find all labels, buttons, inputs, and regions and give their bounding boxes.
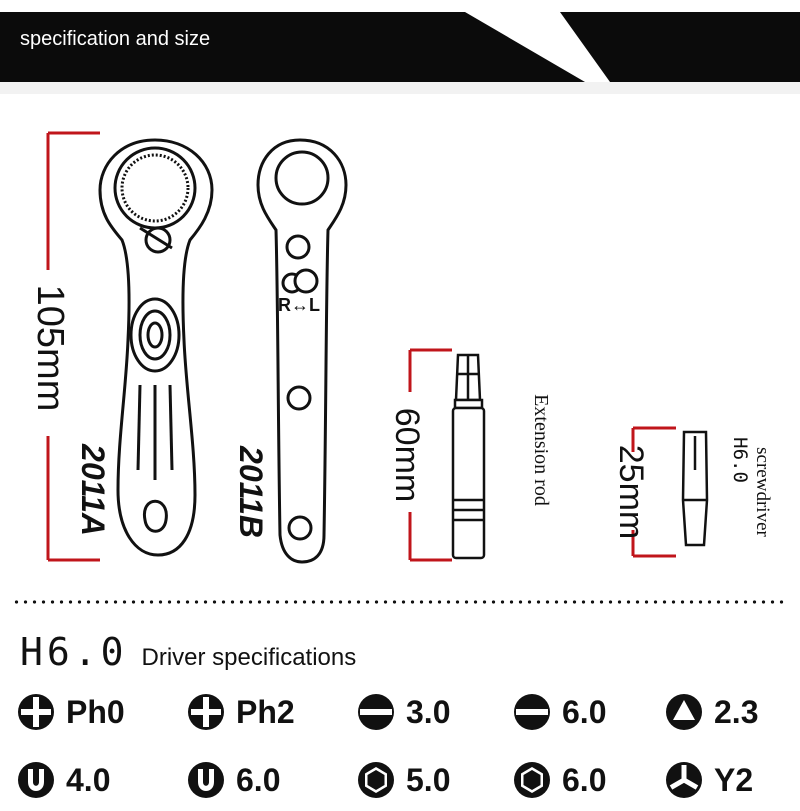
rod-name: Extension rod	[530, 394, 552, 506]
bit-spec-item: 6.0	[512, 690, 606, 734]
hex-icon	[358, 762, 394, 798]
page-title: specification and size	[20, 28, 211, 50]
extension-rod	[451, 353, 486, 560]
wrench-2011a-model: 2011A	[75, 443, 111, 536]
bit-spec-item: 6.0	[512, 758, 606, 802]
bit-spec-item: 3.0	[356, 690, 450, 734]
bit-label: Ph0	[66, 693, 125, 730]
bit-spec-item: Y2	[664, 758, 753, 802]
bit-spec-item: 5.0	[356, 758, 450, 802]
wrench-direction-label: R↔L	[278, 295, 320, 315]
rod-length-label: 60mm	[388, 408, 426, 502]
hex-icon	[514, 762, 550, 798]
bit-length-bracket	[631, 426, 676, 558]
bit-label: 6.0	[562, 761, 607, 798]
bit-spec-item: Ph0	[16, 690, 125, 734]
u-shape-icon	[18, 762, 54, 798]
wrench-2011a	[98, 138, 214, 557]
dotted-divider	[12, 600, 788, 604]
bit-spec-item: 6.0	[186, 758, 280, 802]
phillips-icon	[188, 694, 224, 730]
wrench-2011b	[256, 138, 348, 564]
wrench-length-label: 105mm	[29, 285, 71, 412]
tool-drawing: 105mm 2011A R↔L 2011B 60mm	[29, 131, 773, 564]
bit-spec-item: 4.0	[16, 758, 110, 802]
bit-label: 6.0	[562, 693, 607, 730]
bit-label: 5.0	[406, 761, 451, 798]
screwdriver-size: H6.0	[729, 437, 751, 483]
banner-shapes	[0, 12, 800, 94]
rod-length-bracket	[408, 348, 452, 562]
spec-code: H6.0	[20, 630, 128, 674]
screwdriver-bit	[681, 430, 709, 547]
spec-label: Driver specifications	[141, 644, 357, 671]
bit-label: 2.3	[714, 693, 759, 730]
tri-wing-icon	[666, 762, 702, 798]
slotted-icon	[514, 694, 550, 730]
bit-label: Y2	[714, 761, 754, 798]
bit-length-label: 25mm	[612, 445, 650, 539]
slotted-icon	[358, 694, 394, 730]
bit-spec-item: 2.3	[664, 690, 758, 734]
bit-label: 6.0	[236, 761, 281, 798]
spec-heading: H6.0 Driver specifications	[20, 630, 357, 674]
wrench-length-bracket	[46, 131, 100, 562]
wrench-2011b-model: 2011B	[233, 445, 269, 538]
header-banner: specification and size	[0, 0, 800, 110]
phillips-icon	[18, 694, 54, 730]
bit-spec-item: Ph2	[186, 690, 295, 734]
bit-label: 3.0	[406, 693, 451, 730]
bit-label: Ph2	[236, 693, 295, 730]
bit-label: 4.0	[66, 761, 111, 798]
screwdriver-name: screwdriver	[752, 447, 773, 537]
u-shape-icon	[188, 762, 224, 798]
triangle-icon	[666, 694, 702, 730]
